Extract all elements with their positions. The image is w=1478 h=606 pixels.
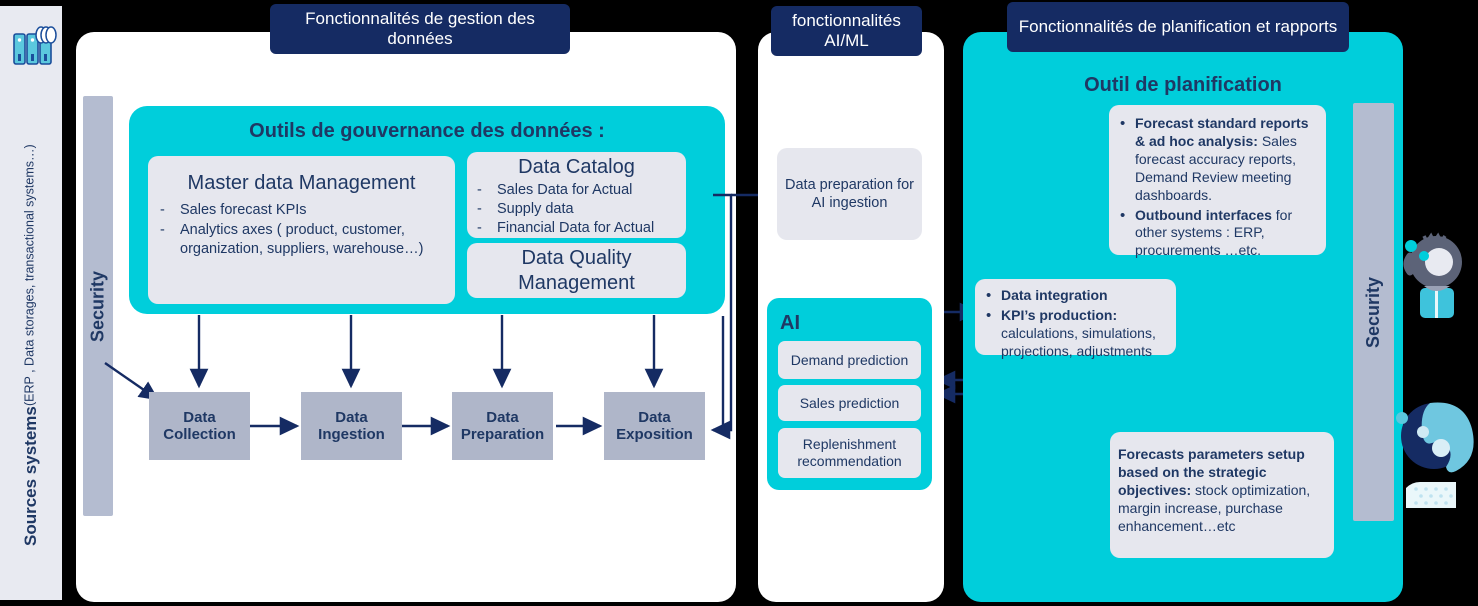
ai-module-sales-prediction: Sales prediction bbox=[778, 385, 921, 421]
list-item: -Sales forecast KPIs bbox=[160, 202, 307, 218]
pipeline-box-data-ingestion: Data Ingestion bbox=[301, 392, 402, 460]
data-quality-management-card: Data Quality Management bbox=[467, 243, 686, 298]
security-label-right: Security bbox=[1353, 103, 1394, 521]
data-preparation-for-ai-card: Data preparation for AI ingestion bbox=[777, 148, 922, 240]
data-preparation-for-ai-label: Data preparation for AI ingestion bbox=[785, 176, 914, 211]
data-catalog-list: -Sales Data for Actual -Supply data -Fin… bbox=[477, 181, 676, 238]
ai-module-demand-prediction: Demand prediction bbox=[778, 341, 921, 379]
servers-icon bbox=[8, 20, 60, 72]
data-management-header: Fonctionnalités de gestion des données bbox=[270, 4, 570, 54]
forecast-parameters-card: Forecasts parameters setup based on the … bbox=[1110, 432, 1334, 558]
forecast-reports-bullets: Forecast standard reports & ad hoc analy… bbox=[1117, 114, 1316, 261]
pipeline-label: Data Ingestion bbox=[318, 408, 385, 443]
data-management-header-label: Fonctionnalités de gestion des données bbox=[305, 9, 535, 48]
pipeline-box-data-preparation: Data Preparation bbox=[452, 392, 553, 460]
person-profile-illustration bbox=[1390, 390, 1478, 508]
forecast-parameters-bold: Forecasts parameters setup based on the … bbox=[1118, 446, 1305, 498]
list-item: Forecast standard reports & ad hoc analy… bbox=[1117, 114, 1316, 205]
ai-module-replenishment-recommendation: Replenishment recommendation bbox=[778, 428, 921, 478]
sources-subtitle: (ERP , Data storages, transactional syst… bbox=[22, 144, 37, 406]
ai-ml-header-label: fonctionnalités AI/ML bbox=[792, 11, 901, 50]
pipeline-label: Data Preparation bbox=[460, 408, 545, 443]
list-item: -Sales Data for Actual bbox=[477, 182, 633, 198]
forecast-reports-card: Forecast standard reports & ad hoc analy… bbox=[1109, 105, 1326, 258]
master-data-management-title: Master data Management bbox=[187, 172, 416, 194]
ai-ml-header: fonctionnalités AI/ML bbox=[771, 6, 922, 56]
list-item: -Supply data bbox=[477, 201, 574, 218]
security-bar-right bbox=[1353, 103, 1394, 521]
list-item: KPI’s production: calculations, simulati… bbox=[983, 306, 1168, 361]
pipeline-box-data-exposition: Data Exposition bbox=[604, 392, 705, 460]
security-label-left: Security bbox=[83, 96, 113, 516]
data-catalog-card: Data Catalog -Sales Data for Actual -Sup… bbox=[467, 152, 686, 238]
planning-title: Outil de planification bbox=[1084, 74, 1282, 96]
planning-header-label: Fonctionnalités de planification et rapp… bbox=[1018, 17, 1338, 37]
data-catalog-title: Data Catalog bbox=[518, 156, 635, 178]
list-item: -Analytics axes ( product, customer, org… bbox=[160, 222, 424, 258]
list-item: Data integration bbox=[983, 286, 1168, 305]
list-item: -Financial Data for Actual bbox=[477, 220, 655, 237]
sources-systems-column bbox=[0, 6, 62, 600]
pipeline-label: Data Exposition bbox=[616, 408, 693, 443]
data-integration-bullets: Data integration KPI’s production: calcu… bbox=[983, 286, 1168, 361]
data-integration-card: Data integration KPI’s production: calcu… bbox=[975, 279, 1176, 359]
forecast-parameters-text: stock optimization, margin increase, pur… bbox=[1118, 481, 1311, 534]
sources-title: Sources systems bbox=[21, 405, 40, 546]
master-data-management-list: -Sales forecast KPIs -Analytics axes ( p… bbox=[160, 201, 443, 259]
ai-card-title: AI bbox=[780, 312, 800, 334]
master-data-management-card: Master data Management -Sales forecast K… bbox=[148, 156, 455, 304]
planning-header: Fonctionnalités de planification et rapp… bbox=[1007, 2, 1349, 52]
data-quality-management-title: Data Quality Management bbox=[518, 246, 635, 294]
security-bar-left bbox=[83, 96, 113, 516]
security-left-text: Security bbox=[87, 270, 108, 342]
pipeline-box-data-collection: Data Collection bbox=[149, 392, 250, 460]
pipeline-label: Data Collection bbox=[163, 408, 236, 443]
sources-systems-label: Sources systems (ERP , Data storages, tr… bbox=[4, 144, 58, 546]
governance-title: Outils de gouvernance des données : bbox=[249, 120, 605, 142]
list-item: Outbound interfaces for other systems : … bbox=[1117, 206, 1316, 261]
security-right-text: Security bbox=[1363, 276, 1383, 348]
person-vr-headset-illustration bbox=[1398, 228, 1470, 328]
